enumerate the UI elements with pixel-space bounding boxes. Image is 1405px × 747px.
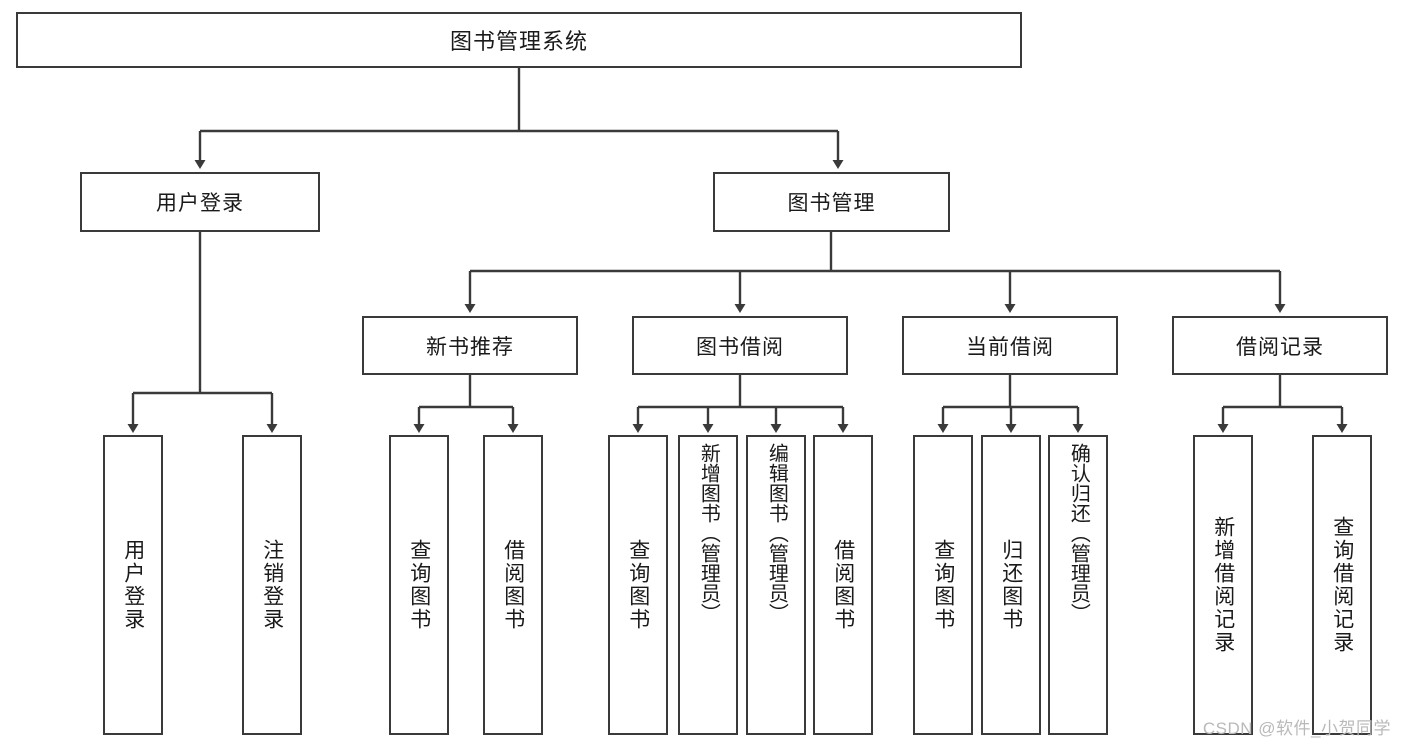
node-borrow-records[interactable]: 借阅记录 [1172,316,1388,375]
leaf-query-book-borrow-label: 查询图书 [626,539,650,631]
leaf-return-book-label: 归还图书 [999,539,1023,631]
leaf-confirm-return-admin[interactable]: 确认归还（管理员） [1048,435,1108,735]
leaf-add-book-admin-label: 新增图书（管理员） [697,443,720,623]
leaf-add-book-admin[interactable]: 新增图书（管理员） [678,435,738,735]
node-borrow-records-label: 借阅记录 [1236,335,1324,359]
leaf-query-book-newbook[interactable]: 查询图书 [389,435,449,735]
leaf-query-borrow-record-label: 查询借阅记录 [1330,516,1354,654]
leaf-borrow-book-label: 借阅图书 [831,539,855,631]
leaf-edit-book-admin[interactable]: 编辑图书（管理员） [746,435,806,735]
node-current-borrow[interactable]: 当前借阅 [902,316,1118,375]
node-user-login-label: 用户登录 [156,192,244,215]
edges-root-to-level2 [194,68,844,169]
leaf-borrow-book-newbook[interactable]: 借阅图书 [483,435,543,735]
leaf-user-login-label: 用户登录 [121,539,145,631]
node-root[interactable]: 图书管理系统 [16,12,1022,68]
edges-login-to-leaves [127,232,278,433]
edges-borrow-to-leaves [632,375,849,433]
node-book-management[interactable]: 图书管理 [713,172,950,232]
leaf-logout-label: 注销登录 [260,539,284,631]
edges-newbook-to-leaves [413,375,519,433]
leaf-query-book-current[interactable]: 查询图书 [913,435,973,735]
leaf-return-book[interactable]: 归还图书 [981,435,1041,735]
node-current-borrow-label: 当前借阅 [966,335,1054,359]
edges-current-to-leaves [937,375,1084,433]
leaf-borrow-book-newbook-label: 借阅图书 [501,539,525,631]
leaf-user-login[interactable]: 用户登录 [103,435,163,735]
leaf-logout[interactable]: 注销登录 [242,435,302,735]
leaf-edit-book-admin-label: 编辑图书（管理员） [765,443,788,623]
leaf-add-borrow-record-label: 新增借阅记录 [1211,516,1235,654]
leaf-query-book-newbook-label: 查询图书 [407,539,431,631]
edges-records-to-leaves [1217,375,1348,433]
leaf-add-borrow-record[interactable]: 新增借阅记录 [1193,435,1253,735]
node-user-login[interactable]: 用户登录 [80,172,320,232]
leaf-confirm-return-admin-label: 确认归还（管理员） [1067,443,1090,623]
edges-books-to-level3 [464,232,1286,313]
node-book-management-label: 图书管理 [787,192,876,215]
leaf-query-borrow-record[interactable]: 查询借阅记录 [1312,435,1372,735]
node-new-book-recommend[interactable]: 新书推荐 [362,316,578,375]
watermark: CSDN @软件_小贺同学 [1202,719,1391,738]
leaf-query-book-borrow[interactable]: 查询图书 [608,435,668,735]
node-root-label: 图书管理系统 [449,29,588,54]
leaf-query-book-current-label: 查询图书 [931,539,955,631]
node-new-book-recommend-label: 新书推荐 [426,335,514,359]
node-book-borrow[interactable]: 图书借阅 [632,316,848,375]
leaf-borrow-book[interactable]: 借阅图书 [813,435,873,735]
node-book-borrow-label: 图书借阅 [696,335,784,359]
